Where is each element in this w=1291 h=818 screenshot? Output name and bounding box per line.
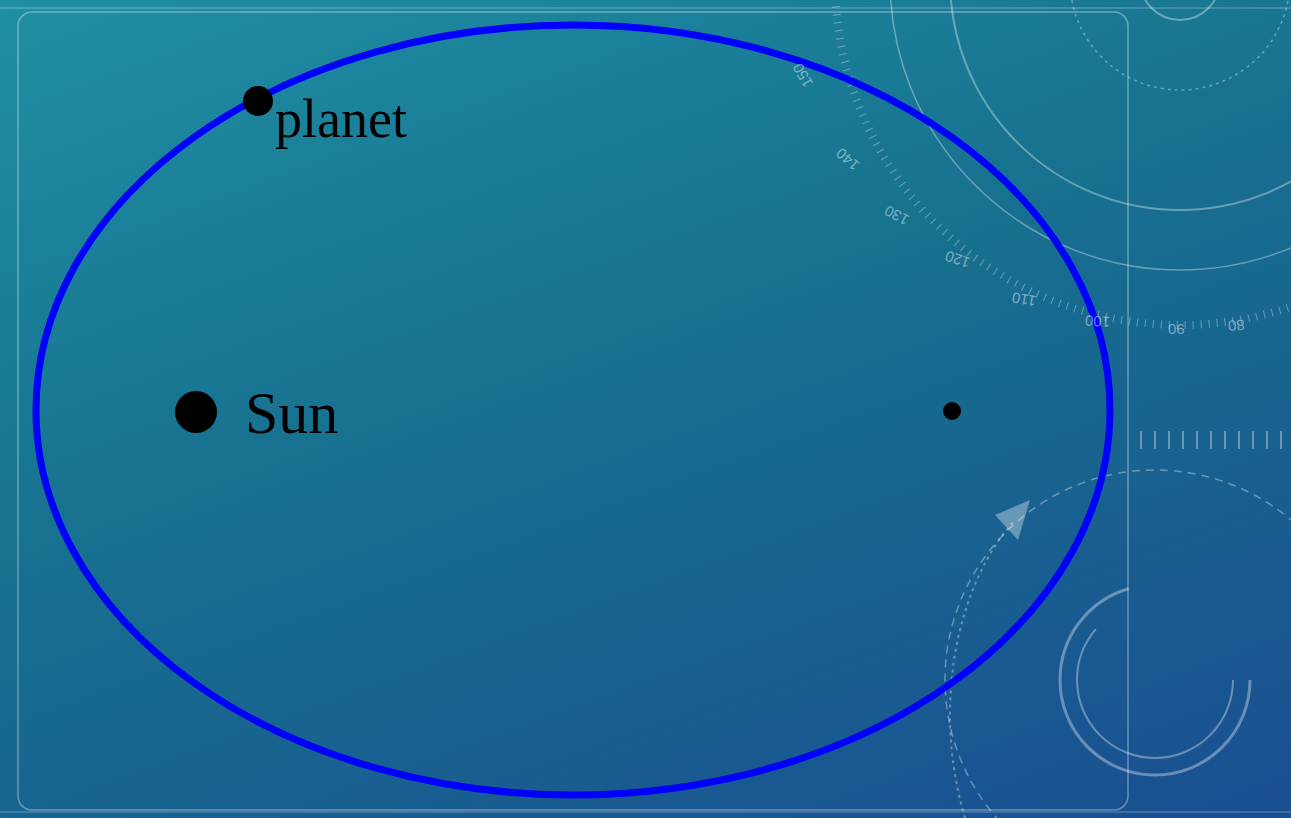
dial-number: 100 bbox=[1085, 313, 1111, 330]
slide-frame bbox=[0, 8, 1291, 812]
sun-label: Sun bbox=[245, 383, 338, 443]
focus-dot bbox=[943, 402, 961, 420]
planet-label: planet bbox=[275, 92, 407, 146]
dial-number: 120 bbox=[943, 248, 971, 270]
dial-number: 80 bbox=[1227, 317, 1245, 333]
dial-number: 110 bbox=[1011, 290, 1037, 309]
arrow-decoration bbox=[995, 500, 1030, 540]
dial-number: 130 bbox=[882, 203, 911, 228]
sun-dot bbox=[175, 391, 217, 433]
dial-number: 90 bbox=[1168, 322, 1185, 337]
planet-dot bbox=[243, 86, 273, 116]
orbit-ellipse bbox=[36, 25, 1110, 795]
dial-number: 140 bbox=[833, 146, 862, 174]
dial-decoration bbox=[835, 0, 1291, 818]
